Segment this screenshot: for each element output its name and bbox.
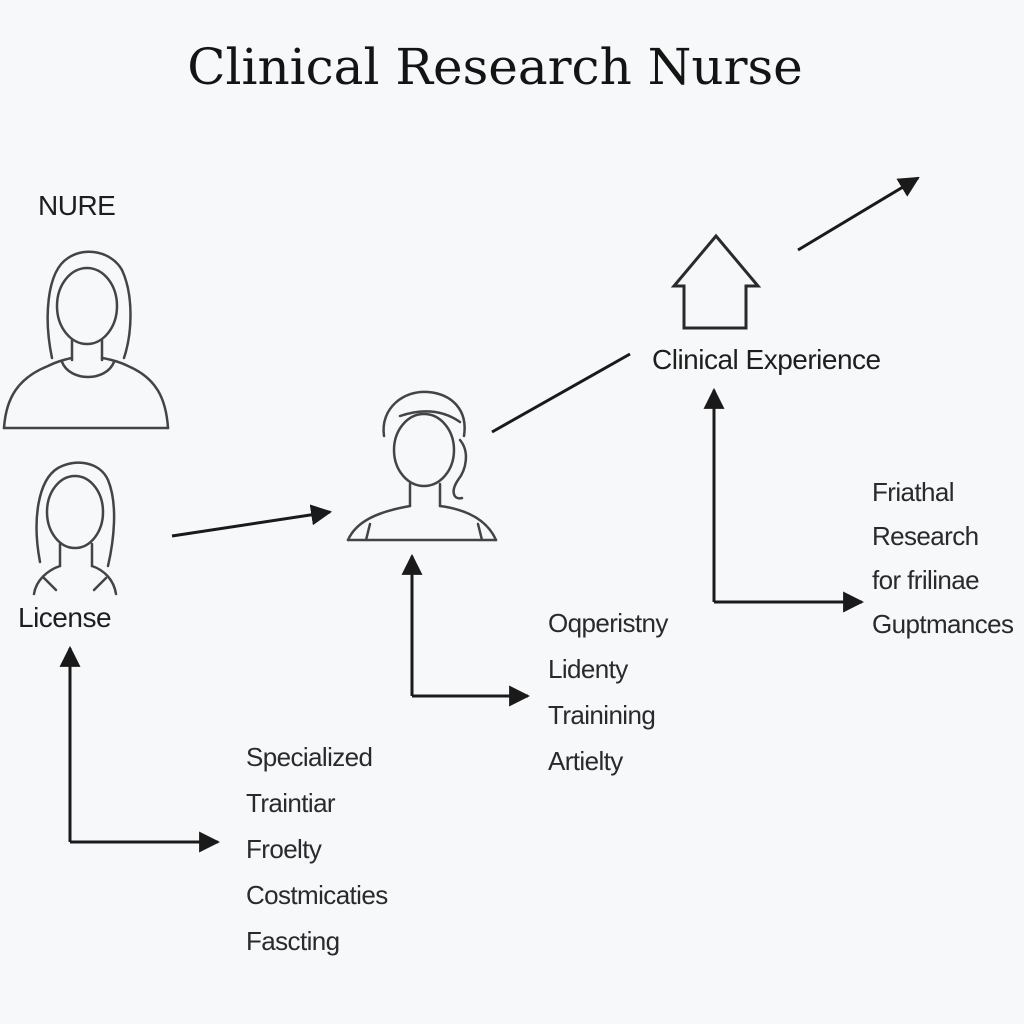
diagram-title: Clinical Research Nurse (187, 38, 803, 96)
nurse-label: NURE (38, 190, 116, 221)
research-list: Friathal Research for frilinae Guptmance… (872, 470, 1014, 646)
house-icon (670, 233, 762, 330)
arrow-license-to-nurse (171, 504, 333, 538)
license-person-icon (32, 461, 118, 596)
specialized-training-list: Specialized Traintiar Froelty Costmicati… (246, 734, 388, 964)
list-item: Specialized (246, 742, 373, 772)
clinical-experience-label: Clinical Experience (652, 344, 881, 375)
list-item: Friathal (872, 477, 955, 507)
license-label: License (18, 602, 112, 633)
list-item: Oqperistny (548, 608, 668, 638)
list-item: Lidenty (548, 654, 628, 684)
list-item: Froelty (246, 834, 322, 864)
list-item: Trainining (548, 700, 656, 730)
list-item: Costmicaties (246, 880, 388, 910)
arrow-to-top-right (797, 176, 920, 252)
opportunity-list: Oqperistny Lidenty Trainining Artielty (548, 600, 668, 784)
research-nurse-person-icon (346, 390, 498, 542)
list-item: Fascting (246, 926, 340, 956)
list-item: Guptmances (872, 609, 1014, 639)
list-item: Research (872, 521, 979, 551)
connector-nurse-to-experience (491, 352, 631, 434)
nurse-person-icon (2, 250, 170, 430)
list-item: Traintiar (246, 788, 336, 818)
list-item: Artielty (548, 746, 623, 776)
list-item: for frilinae (872, 565, 980, 595)
